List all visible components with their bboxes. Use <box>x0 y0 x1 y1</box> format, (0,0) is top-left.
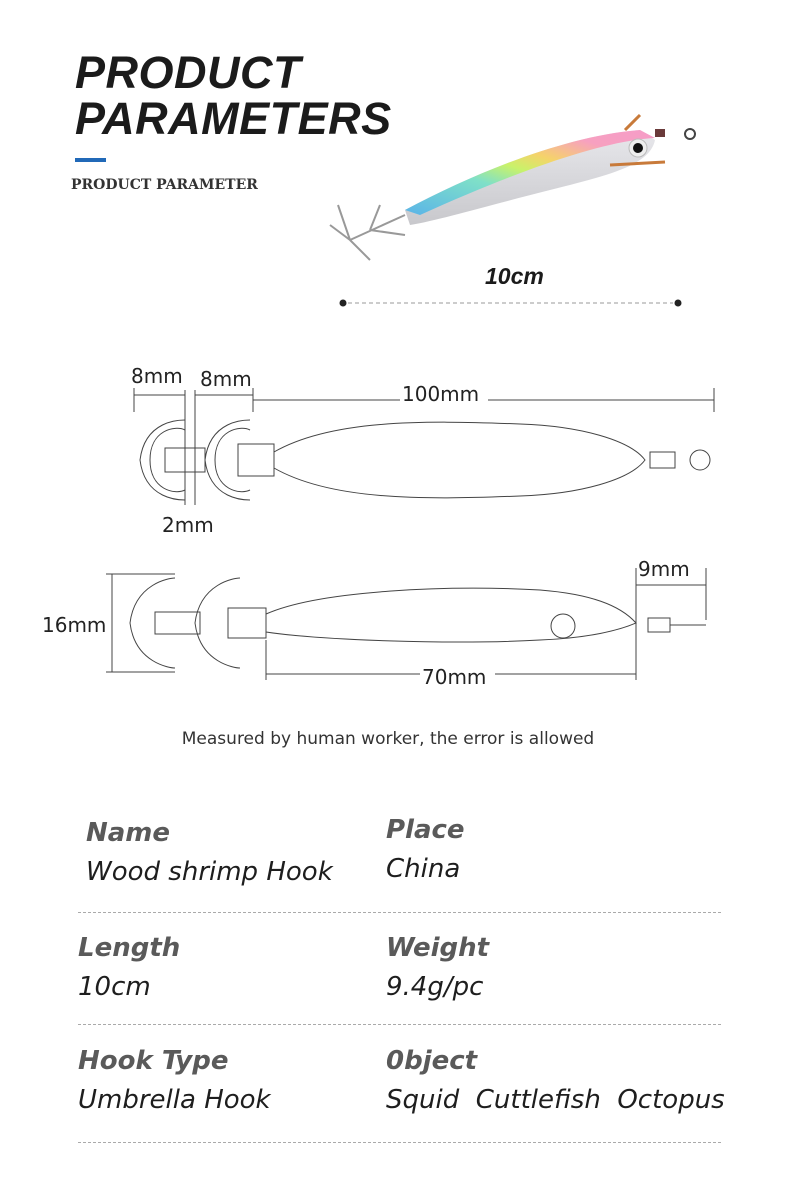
length-dimension-line <box>339 299 682 307</box>
accent-bar <box>75 158 106 162</box>
length-label: 10cm <box>485 263 544 289</box>
spec-label-weight: Weight <box>386 933 490 963</box>
spec-value-weight: 9.4g/pc <box>386 972 484 1002</box>
dim-body: 70mm <box>422 665 487 689</box>
spec-value-object: Squid Cuttlefish Octopus <box>386 1085 725 1115</box>
measurement-note: Measured by human worker, the error is a… <box>181 729 595 749</box>
spec-value-name: Wood shrimp Hook <box>86 857 333 887</box>
subtitle: PRODUCT PARAMETER <box>71 177 258 193</box>
spec-label-object: 0bject <box>386 1046 478 1076</box>
dim-hook-width: 8mm <box>131 364 183 388</box>
dim-height: 16mm <box>42 613 107 637</box>
divider <box>78 912 721 913</box>
dim-swivel: 9mm <box>638 557 690 581</box>
lure-image <box>329 113 696 261</box>
spec-label-length: Length <box>78 933 181 963</box>
spec-value-place: China <box>386 854 461 884</box>
spec-value-length: 10cm <box>78 972 151 1002</box>
dim-gap: 2mm <box>162 513 214 537</box>
dim-hook-width-2: 8mm <box>200 367 252 391</box>
spec-label-place: Place <box>386 815 465 845</box>
spec-value-hook-type: Umbrella Hook <box>78 1085 271 1115</box>
divider <box>78 1024 721 1025</box>
dimension-diagram <box>106 388 715 680</box>
title-line-1: PRODUCT <box>75 47 301 98</box>
spec-label-name: Name <box>86 818 171 848</box>
divider <box>78 1142 721 1143</box>
dim-body-length: 100mm <box>402 382 480 406</box>
spec-label-hook-type: Hook Type <box>78 1046 229 1076</box>
title-line-2: PARAMETERS <box>75 93 392 144</box>
